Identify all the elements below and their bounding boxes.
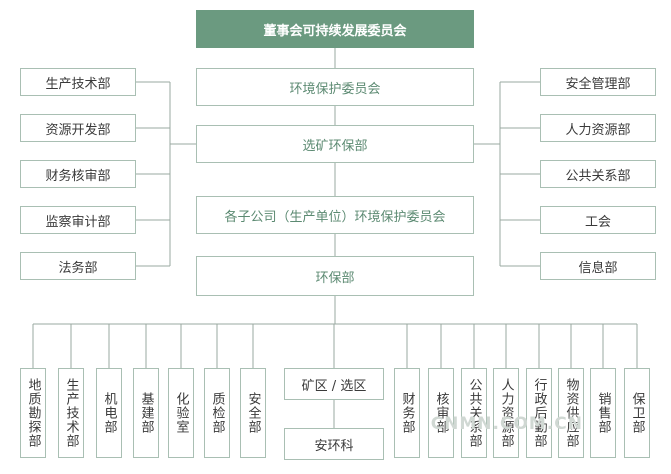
bottom-dept-admin: 行政后勤部 <box>526 368 552 458</box>
left-dept-resource-dev: 资源开发部 <box>20 114 136 142</box>
bottom-dept-infrastructure: 基建部 <box>133 368 159 458</box>
bottom-dept-finance: 财务部 <box>394 368 420 458</box>
left-dept-production-tech: 生产技术部 <box>20 68 136 96</box>
right-dept-union: 工会 <box>540 206 656 234</box>
env-protection-committee: 环境保护委员会 <box>196 68 474 106</box>
bottom-dept-hr: 人力资源部 <box>493 368 519 458</box>
board-sustainability-committee: 董事会可持续发展委员会 <box>196 10 474 48</box>
left-dept-supervision-audit: 监察审计部 <box>20 206 136 234</box>
bottom-dept-production-tech: 生产技术部 <box>58 368 84 458</box>
site-watermark: CNMN.COM.CN <box>430 414 583 434</box>
bottom-dept-safety: 安全部 <box>240 368 266 458</box>
safety-env-section: 安环科 <box>284 428 384 460</box>
bottom-dept-geology: 地质勘探部 <box>20 368 46 458</box>
bottom-dept-quality: 质检部 <box>204 368 230 458</box>
bottom-dept-lab: 化验室 <box>168 368 194 458</box>
bottom-dept-public-relations: 公共关系部 <box>461 368 487 458</box>
left-dept-legal: 法务部 <box>20 252 136 280</box>
mineral-processing-env-dept: 选矿环保部 <box>196 125 474 163</box>
right-dept-info: 信息部 <box>540 252 656 280</box>
mine-area-box: 矿区 / 选区 <box>284 368 384 400</box>
subsidiary-env-committee: 各子公司（生产单位）环境保护委员会 <box>196 196 474 234</box>
bottom-dept-mech-elec: 机电部 <box>96 368 122 458</box>
right-dept-pr: 公共关系部 <box>540 160 656 188</box>
right-dept-safety: 安全管理部 <box>540 68 656 96</box>
bottom-dept-audit: 核审部 <box>428 368 454 458</box>
env-dept: 环保部 <box>196 256 474 296</box>
right-dept-hr: 人力资源部 <box>540 114 656 142</box>
bottom-dept-sales: 销售部 <box>590 368 616 458</box>
left-dept-finance-audit: 财务核审部 <box>20 160 136 188</box>
bottom-dept-security: 保卫部 <box>624 368 650 458</box>
bottom-dept-supply: 物资供应部 <box>558 368 584 458</box>
